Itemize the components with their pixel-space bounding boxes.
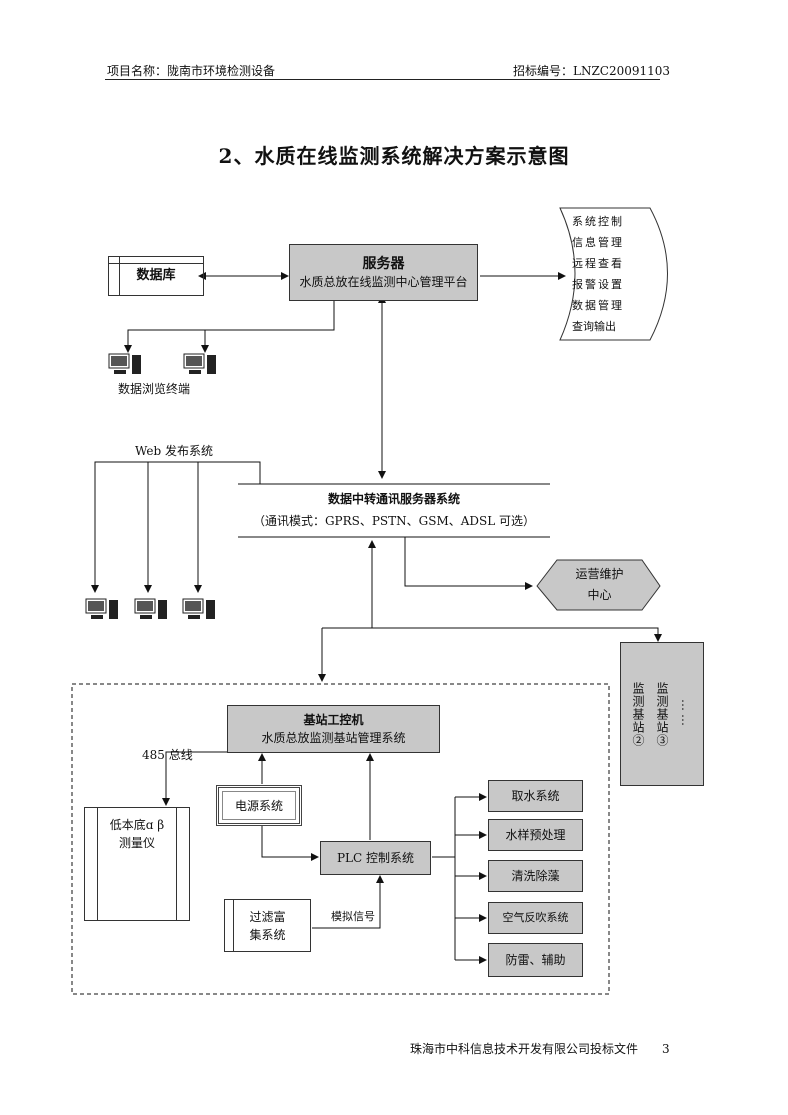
plc-box: PLC 控制系统 [320,841,431,875]
subsystem-box: 清洗除藻 [488,860,583,892]
ops-center-line2: 中心 [587,588,612,602]
function-item: 报警设置 [572,278,624,291]
header-project: 项目名称：陇南市环境检测设备 [107,64,276,78]
browse-terminal-label: 数据浏览终端 [118,382,191,396]
function-item: 数据管理 [572,299,624,312]
station-more: …… [679,699,693,729]
subsystem-label: 防雷、辅助 [505,953,566,967]
subsystem-label: 取水系统 [511,789,560,803]
filter-line2: 集系统 [249,927,286,942]
database-box: 数据库 [108,256,204,296]
computer-icon [108,353,141,374]
other-stations-box: …… 监测基站③ 监测基站② [620,642,704,786]
relay-title: 数据中转通讯服务器系统 [327,492,460,506]
relay-subtitle: （通讯模式：GPRS、PSTN、GSM、ADSL 可选） [252,514,536,528]
page-title: 2、水质在线监测系统解决方案示意图 [218,144,570,168]
footer: 珠海市中科信息技术开发有限公司投标文件 3 [410,1042,670,1056]
functions-list: 系统控制 信息管理 远程查看 报警设置 数据管理 查询输出 [572,211,624,337]
station-2-label: 监测基站② [631,681,645,747]
instrument-box: 低本底ɑ β 测量仪 [84,807,190,921]
subsystem-label: 空气反吹系统 [502,911,569,924]
web-publish-label: Web 发布系统 [135,444,213,458]
subsystem-box: 防雷、辅助 [488,943,583,977]
server-subtitle: 水质总放在线监测中心管理平台 [299,274,468,289]
base-controller-title: 基站工控机 [303,713,364,727]
server-title: 服务器 [362,255,405,272]
function-item: 信息管理 [572,236,624,249]
instrument-line1: 低本底ɑ β [109,818,165,832]
computer-icon [183,353,216,374]
server-box: 服务器 水质总放在线监测中心管理平台 [289,244,478,301]
subsystem-box: 水样预处理 [488,819,583,851]
filter-line1: 过滤富 [249,909,286,924]
filter-box: 过滤富 集系统 [224,899,311,952]
function-item: 查询输出 [572,320,616,333]
computer-icon [85,598,118,619]
subsystem-label: 清洗除藻 [511,869,560,883]
header-bid-number: 招标编号：LNZC20091103 [513,64,671,78]
instrument-line2: 测量仪 [118,836,155,850]
plc-label: PLC 控制系统 [336,851,415,865]
base-controller-box: 基站工控机 水质总放监测基站管理系统 [227,705,440,753]
ops-center-line1: 运营维护 [575,567,624,581]
database-label: 数据库 [136,268,176,283]
subsystem-box: 取水系统 [488,780,583,812]
station-3-label: 监测基站③ [655,681,669,747]
ops-center: 运营维护 中心 [557,564,642,606]
relay-server: 数据中转通讯服务器系统 （通讯模式：GPRS、PSTN、GSM、ADSL 可选） [238,488,550,532]
base-controller-subtitle: 水质总放监测基站管理系统 [261,731,406,745]
subsystem-box: 空气反吹系统 [488,902,583,934]
analog-signal-label: 模拟信号 [331,910,375,923]
power-label: 电源系统 [234,798,283,813]
function-item: 系统控制 [572,215,624,228]
computer-icon [134,598,167,619]
computer-icon [182,598,215,619]
function-item: 远程查看 [572,257,624,270]
header-rule [105,79,660,80]
bus-label: 485 总线 [142,748,193,762]
subsystem-label: 水样预处理 [505,828,566,842]
power-box: 电源系统 [216,785,302,826]
